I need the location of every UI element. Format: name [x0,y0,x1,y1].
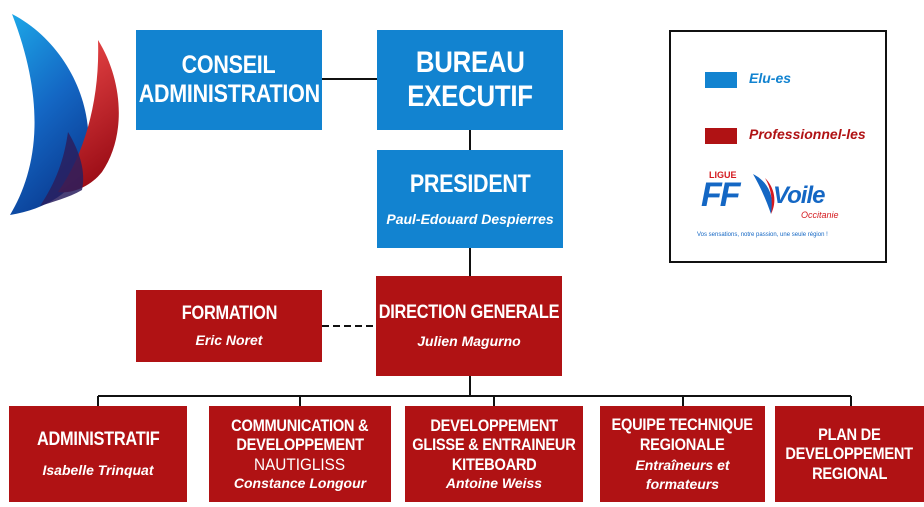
plan-title-line3: REGIONAL [811,463,888,483]
equipe-name-line1: Entraîneurs et [635,457,730,474]
ffvoile-logo: LIGUE FF Voile Occitanie Vos sensations,… [697,170,861,250]
formation-title: FORMATION [181,302,277,324]
legend-label-professional: Professionnel-les [749,126,866,142]
sail-logo-icon [10,14,119,215]
developpement-title-line2: GLISSE & ENTRAINEUR [412,435,576,455]
equipe-name-line2: formateurs [645,475,720,492]
developpement-box: DEVELOPPEMENT GLISSE & ENTRAINEUR KITEBO… [405,406,583,502]
developpement-name: Antoine Weiss [445,475,543,492]
logo-voile: Voile [773,182,825,209]
plan-title-line1: PLAN DE [818,424,881,444]
legend-label-elected: Elu-es [749,70,792,86]
president-title: PRESIDENT [409,169,531,198]
direction-generale-box: DIRECTION GENERALE Julien Magurno [376,276,562,376]
conseil-administration-box: CONSEIL ADMINISTRATION [136,30,322,130]
president-box: PRESIDENT Paul-Edouard Despierres [377,150,563,248]
equipe-title-line2: REGIONALE [640,434,725,454]
formation-name: Eric Noret [195,331,263,348]
administratif-title: ADMINISTRATIF [36,428,160,450]
logo-ff: FF [701,176,741,214]
bureau-title-line1: BUREAU [415,45,525,79]
conseil-title-line1: CONSEIL [182,51,276,80]
formation-box: FORMATION Eric Noret [136,290,322,362]
legend-swatch-professional [705,128,737,144]
communication-title-line1: COMMUNICATION & [231,415,369,435]
legend: Elu-es Professionnel-les LIGUE FF Voile … [669,30,887,263]
developpement-title-line1: DEVELOPPEMENT [430,415,558,435]
conseil-title-line2: ADMINISTRATION [138,80,320,108]
developpement-title-line3: KITEBOARD [451,454,537,474]
plan-title-line2: DEVELOPPEMENT [785,444,914,464]
communication-title-line2: DEVELOPPEMENT [236,435,364,455]
logo-sail-icon [753,174,775,214]
legend-swatch-elected [705,72,737,88]
communication-subtitle: NAUTIGLISS [254,454,346,474]
equipe-title-line1: EQUIPE TECHNIQUE [611,415,754,435]
communication-name: Constance Longour [233,475,367,492]
logo-tagline: Vos sensations, notre passion, une seule… [697,232,828,238]
president-name: Paul-Edouard Despierres [386,211,554,228]
equipe-technique-box: EQUIPE TECHNIQUE REGIONALE Entraîneurs e… [600,406,765,502]
plan-developpement-box: PLAN DE DEVELOPPEMENT REGIONAL [775,406,924,502]
administratif-box: ADMINISTRATIF Isabelle Trinquat [9,406,187,502]
administratif-name: Isabelle Trinquat [42,461,154,478]
direction-title: DIRECTION GENERALE [378,301,560,323]
communication-box: COMMUNICATION & DEVELOPPEMENT NAUTIGLISS… [209,406,391,502]
logo-region: Occitanie [801,210,839,220]
bureau-executif-box: BUREAU EXECUTIF [377,30,563,130]
bureau-title-line2: EXECUTIF [407,80,533,113]
logo-prefix: LIGUE [709,170,737,180]
direction-name: Julien Magurno [417,332,521,349]
